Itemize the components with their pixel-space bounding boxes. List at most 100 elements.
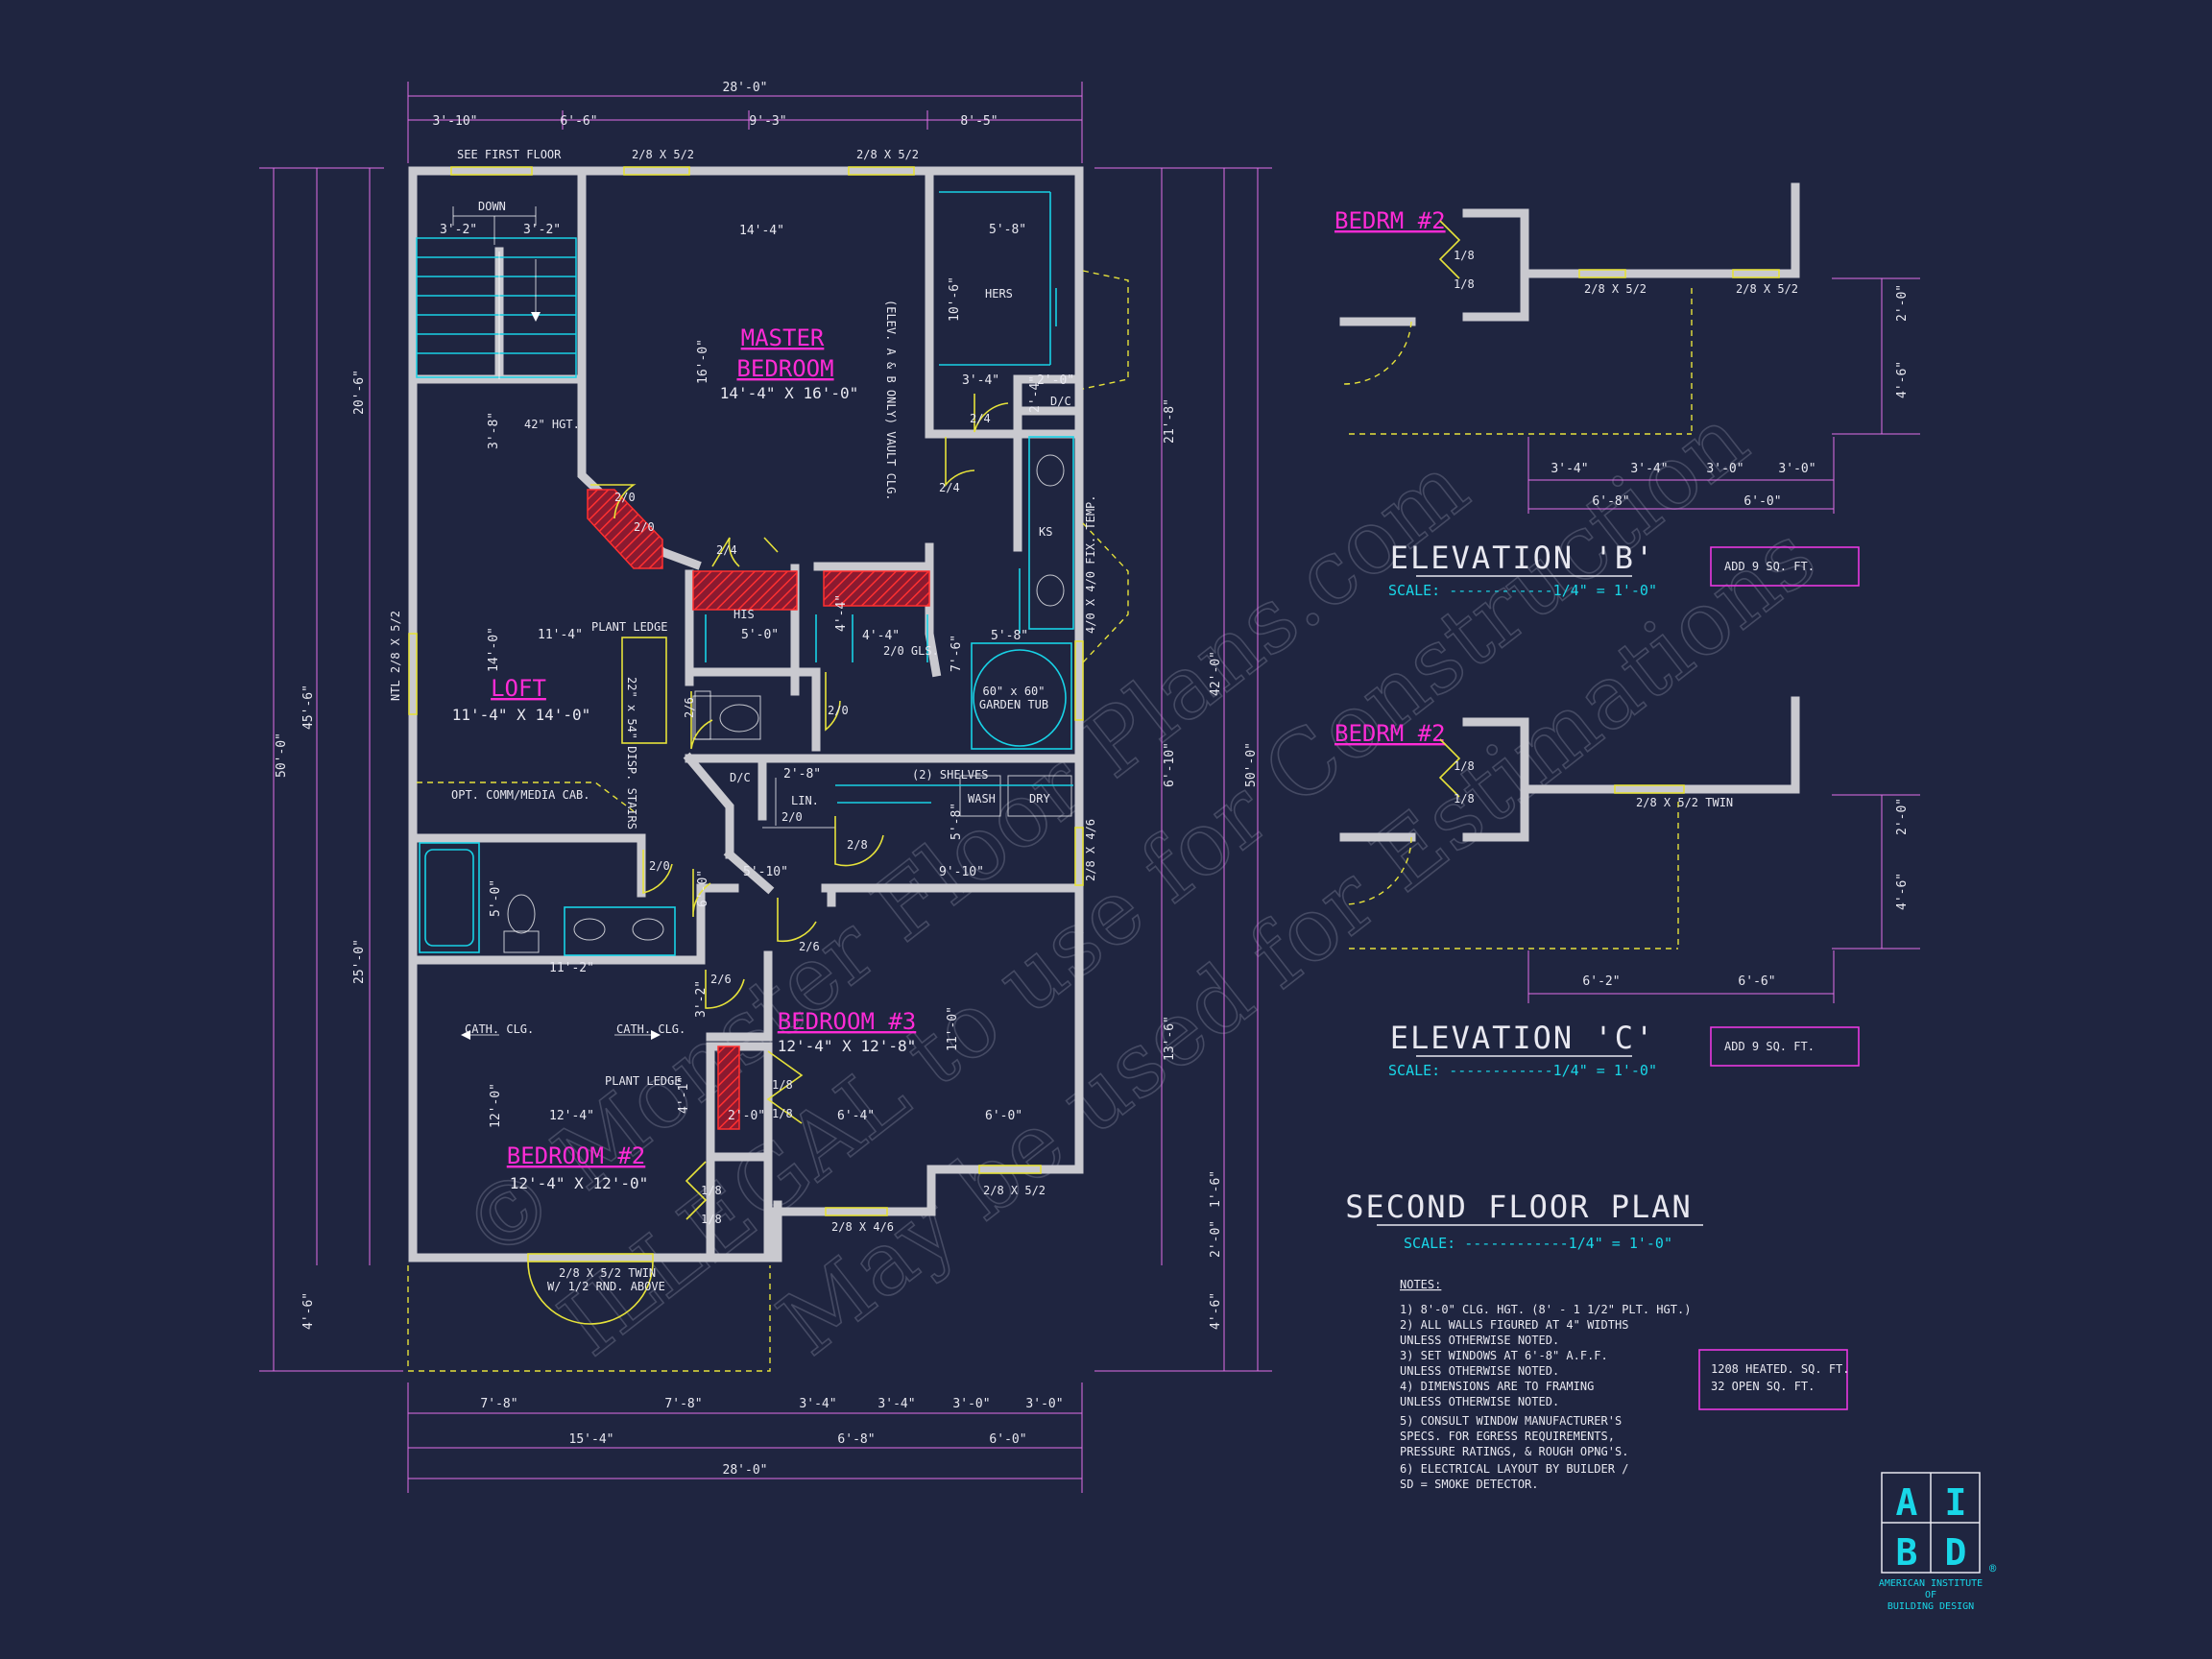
- int-dim-14: 4'-4": [834, 594, 849, 632]
- elevation-b: BEDRM #2 1/8 1/8 2/8 X 5/2 2/8 X 5/2 3'-…: [1334, 182, 1920, 599]
- door-label-15: 1/8: [701, 1184, 722, 1197]
- elevation-c-room-label: BEDRM #2: [1334, 720, 1446, 747]
- int-dim-13: 5'-0": [741, 628, 779, 642]
- note-line-12: SD = SMOKE DETECTOR.: [1400, 1478, 1539, 1491]
- plant-ledge-label-1: PLANT LEDGE: [591, 620, 667, 634]
- door-label-1: 2/0: [614, 491, 636, 504]
- int-dim-25: 6'-0": [696, 870, 710, 907]
- loft-size: 11'-4" X 14'-0": [452, 706, 591, 724]
- windows: [408, 166, 1084, 1325]
- bedroom-3-size: 12'-4" X 12'-8": [778, 1037, 917, 1055]
- elevation-c-dim-1: 6'-2": [1582, 974, 1620, 989]
- dim-top-4: 8'-5": [960, 114, 998, 129]
- dimension-lines: [259, 82, 1272, 1493]
- dc-label-1: D/C: [1050, 395, 1071, 408]
- elevation-c-scale: SCALE: ------------1/4" = 1'-0": [1388, 1062, 1657, 1079]
- dim-bottom-9: 6'-0": [989, 1432, 1026, 1447]
- int-dim-2: 3'-2": [523, 223, 561, 237]
- door-label-7: 2/0: [828, 704, 849, 717]
- int-dim-18: 6'-10": [1163, 742, 1177, 787]
- door-label-11: 2/6: [710, 973, 732, 986]
- ks-label: KS: [1039, 525, 1052, 539]
- dim-right-3: 42'-0": [1209, 651, 1223, 696]
- bedroom-2-size: 12'-4" X 12'-0": [510, 1174, 649, 1192]
- int-dim-22: 5'-10": [743, 865, 788, 879]
- watermark-line-2: ILLEGAL to use for Construction: [541, 387, 1767, 1376]
- note-line-11: 6) ELECTRICAL LAYOUT BY BUILDER /: [1400, 1462, 1628, 1476]
- twin-window-label: 2/8 X 5/2 TWIN: [559, 1266, 656, 1280]
- dim-left-3: 45'-6": [301, 685, 316, 730]
- logo-letter-a: A: [1896, 1481, 1918, 1524]
- logo-name-3: BUILDING DESIGN: [1887, 1601, 1974, 1612]
- door-label-14: 1/8: [772, 1107, 793, 1120]
- elevation-b-dim-2: 3'-4": [1630, 462, 1668, 476]
- window-label-416a: 2/8 X 4/6: [1084, 819, 1097, 881]
- dim-bottom-3: 3'-4": [799, 1397, 836, 1411]
- int-dim-23: 9'-10": [939, 865, 984, 879]
- elevation-c-door-2: 1/8: [1454, 792, 1475, 805]
- opt-comm-label: OPT. COMM/MEDIA CAB.: [451, 788, 590, 802]
- plan-scale: SCALE: ------------1/4" = 1'-0": [1404, 1235, 1672, 1252]
- int-dim-6: 5'-8": [989, 223, 1026, 237]
- logo-registered: ®: [1989, 1562, 1997, 1575]
- elevation-c-add: ADD 9 SQ. FT.: [1724, 1040, 1815, 1053]
- door-label-9: 2/8: [847, 838, 868, 852]
- door-label-13: 1/8: [772, 1078, 793, 1092]
- dim-right-6: 2'-0": [1209, 1220, 1223, 1258]
- elevation-b-dim-3: 3'-0": [1706, 462, 1743, 476]
- interior-dimensions: 3'-2" 3'-2" 14'-4" 16'-0" 3'-8" 5'-8" 10…: [440, 223, 1177, 1128]
- door-labels: 2/0 2/0 2/4 2/4 2/4 2/6 2/0 2/0 2/8 2/6 …: [614, 412, 991, 1226]
- down-label: DOWN: [478, 200, 506, 213]
- int-dim-20: 5'-8": [950, 803, 964, 840]
- heated-area: 1208 HEATED. SQ. FT.: [1711, 1362, 1850, 1376]
- elevation-b-scale: SCALE: ------------1/4" = 1'-0": [1388, 582, 1657, 599]
- room-labels: MASTER BEDROOM 14'-4" X 16'-0" LOFT 11'-…: [452, 325, 917, 1192]
- notes-heading: NOTES:: [1400, 1278, 1441, 1291]
- dim-bottom-2: 7'-8": [664, 1397, 702, 1411]
- int-dim-1: 3'-2": [440, 223, 477, 237]
- dim-right-4: 50'-0": [1244, 742, 1259, 787]
- int-dim-16: 5'-8": [991, 629, 1028, 643]
- area-summary: 1208 HEATED. SQ. FT. 32 OPEN SQ. FT.: [1698, 1349, 1850, 1410]
- elevation-b-add: ADD 9 SQ. FT.: [1724, 560, 1815, 573]
- dim-bottom-6: 3'-0": [1025, 1397, 1063, 1411]
- logo-letter-b: B: [1896, 1531, 1918, 1574]
- door-label-12: 2/0: [649, 859, 670, 873]
- elevation-b-window-1: 2/8 X 5/2: [1584, 282, 1647, 296]
- second-floor-plan: MASTER BEDROOM 14'-4" X 16'-0" LOFT 11'-…: [259, 81, 1703, 1493]
- ntl-window-label: NTL 2/8 X 5/2: [389, 611, 402, 701]
- elevation-b-room-label: BEDRM #2: [1334, 207, 1446, 234]
- dim-bottom-5: 3'-0": [952, 1397, 990, 1411]
- int-dim-10: 2'-4": [1028, 375, 1043, 413]
- see-first-floor-label: SEE FIRST FLOOR: [457, 148, 562, 161]
- fix-temp-label: 4/0 X 4/0 FIX. TEMP.: [1084, 495, 1097, 635]
- dim-left-1: 20'-6": [352, 370, 367, 415]
- dim-right-2: 13'-6": [1163, 1016, 1177, 1061]
- dim-bottom-1: 7'-8": [480, 1397, 517, 1411]
- elevation-b-dim-5: 6'-8": [1592, 494, 1629, 509]
- elevation-b-window-2: 2/8 X 5/2: [1736, 282, 1798, 296]
- his-label: HIS: [733, 608, 755, 621]
- int-dim-24: 5'-0": [489, 879, 503, 917]
- note-line-10: PRESSURE RATINGS, & ROUGH OPNG'S.: [1400, 1445, 1628, 1458]
- dim-top-3: 9'-3": [749, 114, 786, 129]
- dim-right-1: 21'-8": [1163, 398, 1177, 444]
- int-dim-9: 2'-0": [1037, 373, 1074, 388]
- int-dim-5: 3'-8": [487, 412, 501, 449]
- bedroom-3-title: BEDROOM #3: [778, 1008, 917, 1035]
- door-label-10: 2/6: [799, 940, 820, 953]
- int-dim-27: 11'-2": [549, 961, 594, 975]
- door-label-8: 2/0: [781, 810, 803, 824]
- note-line-5: UNLESS OTHERWISE NOTED.: [1400, 1364, 1559, 1378]
- int-dim-28: 12'-4": [549, 1109, 594, 1123]
- logo-letter-d: D: [1945, 1531, 1967, 1574]
- note-line-6: 4) DIMENSIONS ARE TO FRAMING: [1400, 1380, 1594, 1393]
- elevation-c-dim-3: 2'-0": [1895, 798, 1910, 835]
- window-label-416b: 2/8 X 4/6: [831, 1220, 894, 1234]
- top-dimensions: 28'-0" 3'-10" 6'-6" 9'-3" 8'-5": [433, 81, 998, 129]
- dim-left-2: 25'-0": [352, 939, 367, 984]
- note-line-9: SPECS. FOR EGRESS REQUIREMENTS,: [1400, 1430, 1615, 1443]
- elevation-b-dim-7: 2'-0": [1895, 284, 1910, 322]
- half-walls: [587, 489, 930, 1130]
- vault-label: (ELEV. A & B ONLY) VAULT CLG.: [884, 300, 898, 501]
